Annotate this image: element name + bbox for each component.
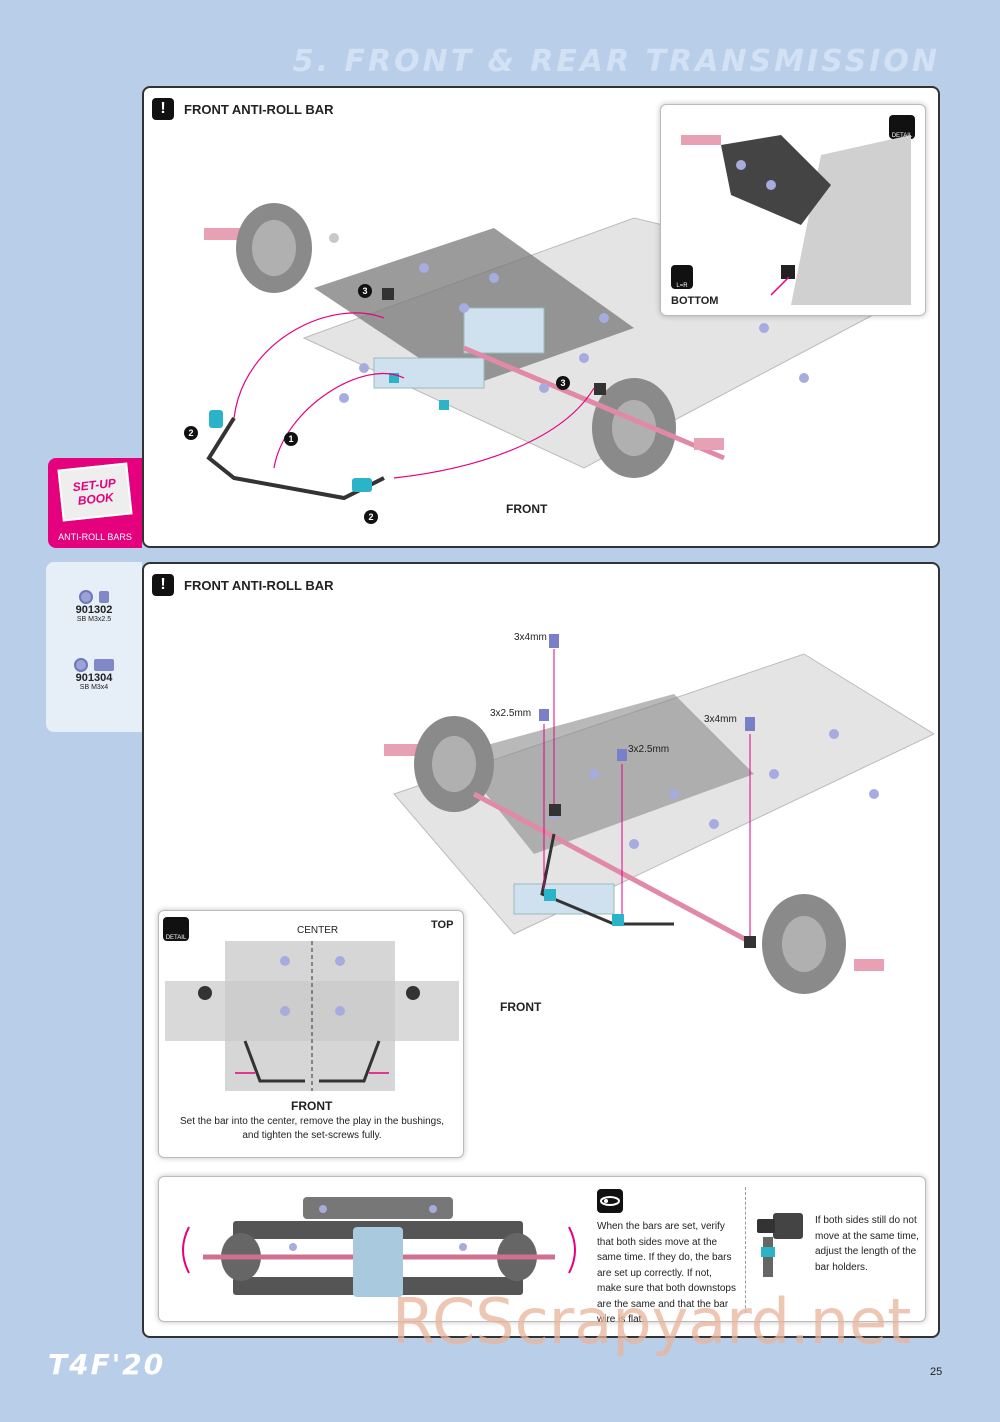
front-label: FRONT — [500, 1000, 542, 1014]
detail-caption: Set the bar into the center, remove the … — [179, 1116, 445, 1141]
setup-book-tab[interactable]: SET-UP BOOK ANTI-ROLL BARS — [48, 458, 142, 548]
part-code: 901304 — [75, 672, 113, 684]
bottom-detail-illustration — [681, 135, 911, 305]
part-code: 901302 — [75, 604, 113, 616]
section-heading: ! FRONT ANTI-ROLL BAR — [152, 574, 333, 596]
detail-top-view-inset: DETAIL CENTER TOP FRONT Set the bar into… — [158, 910, 464, 1158]
set-screw-icon — [99, 591, 109, 603]
setup-book-icon: SET-UP BOOK — [57, 462, 133, 522]
watermark: RCScrapyard.net — [392, 1285, 912, 1358]
front-label: FRONT — [506, 502, 548, 516]
tip-text-1: When the bars are set, verify that both … — [597, 1221, 736, 1325]
lr-icon: L=R — [671, 265, 693, 289]
section-title: FRONT ANTI-ROLL BAR — [184, 101, 334, 117]
top-label: TOP — [431, 919, 454, 931]
set-screw-icon — [94, 659, 114, 671]
screw-size-label: 3x4mm — [704, 714, 737, 725]
part-desc: SB M3x2.5 — [76, 616, 112, 623]
chassis-front-assembly-illustration — [384, 634, 934, 994]
bottom-label: BOTTOM — [671, 295, 719, 307]
screw-size-label: 3x4mm — [514, 632, 547, 643]
product-logo: T4F'20 — [48, 1348, 166, 1381]
detail-icon: DETAIL — [163, 917, 189, 941]
anti-roll-bar-panel-1: ! FRONT ANTI-ROLL BAR 1 — [142, 86, 940, 548]
screw-size-label: 3x2.5mm — [490, 708, 532, 719]
washer-icon — [79, 590, 93, 604]
warning-icon: ! — [152, 574, 174, 596]
tip-text-2: If both sides still do not move at the s… — [815, 1215, 919, 1273]
screw-size-label: 3x2.5mm — [628, 744, 670, 755]
bar-holder-illustration — [757, 1213, 803, 1277]
divider — [745, 1187, 746, 1313]
detail-bottom-view-inset: DETAIL L=R BOTTOM — [660, 104, 926, 316]
part-desc: SB M3x4 — [79, 684, 109, 691]
rocking-chassis-illustration — [182, 1197, 576, 1297]
page-section-title: 5. FRONT & REAR TRANSMISSION — [292, 44, 940, 79]
setup-book-label: ANTI-ROLL BARS — [58, 532, 132, 542]
washer-icon — [74, 658, 88, 672]
anti-roll-bar-panel-2: ! FRONT ANTI-ROLL BAR — [142, 562, 940, 1338]
part-item: 901304 SB M3x4 — [46, 658, 142, 691]
warning-icon: ! — [152, 98, 174, 120]
step-marker: 2 — [184, 426, 198, 440]
section-title: FRONT ANTI-ROLL BAR — [184, 577, 334, 593]
center-label: CENTER — [297, 925, 339, 936]
step-marker: 2 — [364, 510, 378, 524]
section-heading: ! FRONT ANTI-ROLL BAR — [152, 98, 333, 120]
step-marker: 3 — [358, 284, 372, 298]
part-item: 901302 SB M3x2.5 — [46, 590, 142, 623]
step-marker: 3 — [556, 376, 570, 390]
page-number: 25 — [930, 1366, 943, 1378]
parts-list-tab: 901302 SB M3x2.5 901304 SB M3x4 — [46, 562, 142, 732]
top-detail-illustration — [165, 941, 459, 1091]
detail-icon: DETAIL — [889, 115, 915, 139]
front-label: FRONT — [291, 1099, 333, 1113]
tip-icon — [597, 1189, 623, 1213]
tip-inset: When the bars are set, verify that both … — [158, 1176, 926, 1325]
step-marker: 1 — [284, 432, 298, 446]
